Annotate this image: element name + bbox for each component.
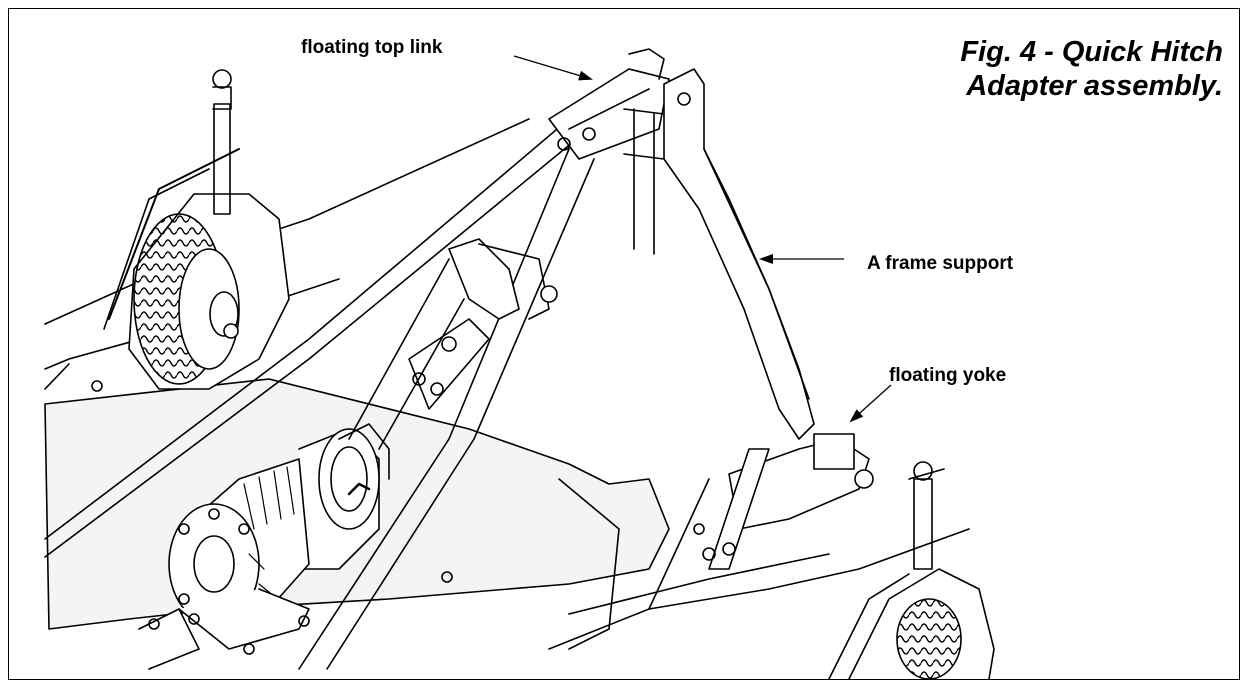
caption-line-2: Adapter assembly. <box>966 70 1223 102</box>
callout-a-frame-support: A frame support <box>867 253 1014 274</box>
floating-yoke <box>648 433 874 610</box>
callout-floating-yoke: floating yoke <box>889 365 1007 386</box>
left-caster-wheel <box>103 69 290 390</box>
floating-top-link <box>548 48 670 160</box>
deck-rim <box>558 478 620 650</box>
deck-front-lip <box>548 528 970 650</box>
right-caster-wheel <box>828 461 995 679</box>
callout-arrows <box>513 55 892 423</box>
yoke-arrow <box>849 384 892 423</box>
a-frame-support <box>623 68 815 440</box>
deck-panel <box>44 363 70 390</box>
hitch-adapter-drawing <box>44 48 995 679</box>
callout-floating-top-link: floating top link <box>301 37 443 58</box>
diagonal-beams <box>44 118 595 670</box>
deck-bolt <box>91 380 103 392</box>
top-link-arrow <box>513 55 593 81</box>
gearbox <box>138 423 390 670</box>
pivot-linkage <box>408 238 558 410</box>
deck-front-ledge <box>568 553 830 615</box>
deck-bolt <box>441 571 453 583</box>
caption-line-1: Fig. 4 - Quick Hitch <box>960 36 1223 68</box>
figure-frame: floating top link A frame support floati… <box>8 8 1240 680</box>
figure-caption: Fig. 4 - Quick Hitch Adapter assembly. <box>960 35 1223 103</box>
